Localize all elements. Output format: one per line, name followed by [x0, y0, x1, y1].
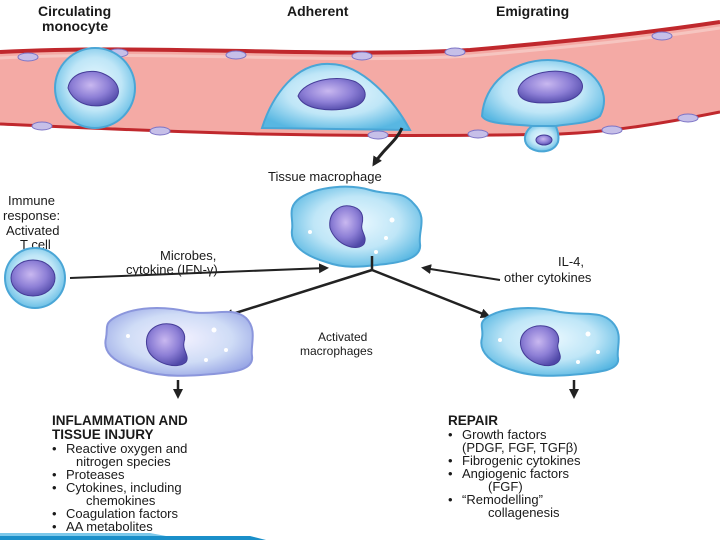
svg-text:Activated: Activated: [318, 330, 367, 344]
svg-text:•: •: [52, 506, 57, 521]
svg-text:•: •: [448, 466, 453, 481]
svg-text:•: •: [52, 519, 57, 534]
list-item: Reactive oxygen and: [66, 441, 187, 456]
list-item: Growth factors: [462, 427, 547, 442]
svg-text:•: •: [52, 467, 57, 482]
list-item: Proteases: [66, 467, 125, 482]
stage-label-circulating: Circulating: [38, 3, 111, 19]
svg-text:•: •: [448, 427, 453, 442]
immune-response-label: Immune response: Activated T cell: [3, 193, 60, 252]
alternative-signal-label: IL-4, other cytokines: [504, 254, 592, 285]
inflammation-heading: INFLAMMATION AND: [52, 413, 188, 428]
signal-arrow-right: [421, 264, 501, 281]
list-item: Cytokines, including: [66, 480, 182, 495]
classically-activated-macrophage: [104, 307, 254, 377]
svg-text:TISSUE INJURY: TISSUE INJURY: [52, 427, 154, 442]
svg-text:other cytokines: other cytokines: [504, 270, 592, 285]
svg-text:nitrogen species: nitrogen species: [76, 454, 171, 469]
list-item: Coagulation factors: [66, 506, 179, 521]
branch-arrow-left: [223, 268, 373, 319]
svg-text:•: •: [52, 480, 57, 495]
svg-text:•: •: [448, 453, 453, 468]
list-item: Fibrogenic cytokines: [462, 453, 581, 468]
svg-text:collagenesis: collagenesis: [488, 505, 560, 520]
emigration-arrow: [372, 127, 404, 167]
activated-t-cell: [4, 247, 66, 309]
svg-text:Immune: Immune: [8, 193, 55, 208]
inflammation-list: INFLAMMATION AND TISSUE INJURY • Reactive…: [52, 413, 188, 534]
tissue-macrophage-label: Tissue macrophage: [268, 169, 382, 184]
adherent-monocyte: [260, 62, 412, 132]
svg-text:IL-4,: IL-4,: [558, 254, 584, 269]
svg-text:•: •: [448, 492, 453, 507]
list-item: Angiogenic factors: [462, 466, 569, 481]
circulating-monocyte: [54, 47, 136, 129]
emigrating-monocyte: [480, 58, 605, 153]
stage-label-adherent: Adherent: [287, 3, 349, 19]
signal-arrow-left: [69, 263, 329, 279]
list-item: AA metabolites: [66, 519, 153, 534]
repair-heading: REPAIR: [448, 413, 498, 428]
list-item: “Remodelling”: [462, 492, 543, 507]
bottom-accent-bar: [0, 533, 266, 540]
tissue-macrophage: [290, 185, 423, 268]
svg-text:(PDGF, FGF, TGFβ): (PDGF, FGF, TGFβ): [462, 440, 578, 455]
svg-text:Activated: Activated: [6, 223, 59, 238]
stage-label-monocyte: monocyte: [42, 18, 108, 34]
svg-text:chemokines: chemokines: [86, 493, 156, 508]
svg-text:response:: response:: [3, 208, 60, 223]
repair-list: REPAIR • Growth factors (PDGF, FGF, TGFβ)…: [448, 413, 581, 520]
activated-macrophages-label: Activated macrophages: [300, 330, 373, 358]
branch-arrow-right: [371, 268, 491, 319]
svg-text:macrophages: macrophages: [300, 344, 373, 358]
alternatively-activated-macrophage: [480, 307, 620, 377]
svg-text:(FGF): (FGF): [488, 479, 523, 494]
svg-text:•: •: [52, 441, 57, 456]
svg-text:Microbes,: Microbes,: [160, 248, 216, 263]
stage-label-emigrating: Emigrating: [496, 3, 569, 19]
